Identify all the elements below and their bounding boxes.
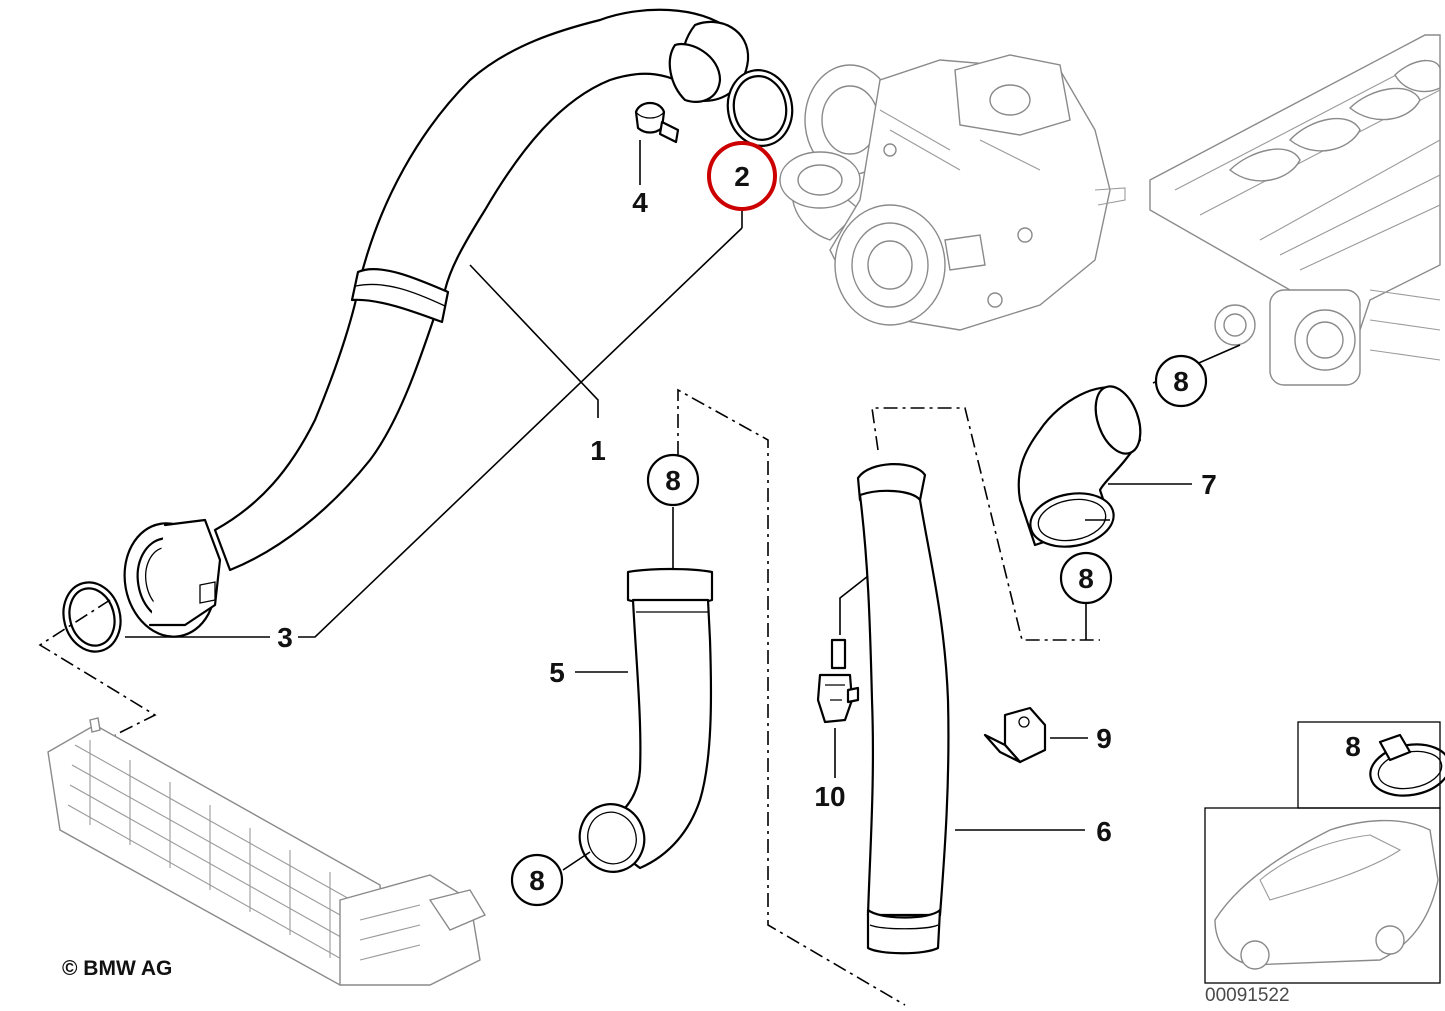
label-part-1[interactable]: 1 bbox=[590, 435, 606, 466]
assembly-line-center bbox=[677, 388, 906, 1006]
charge-air-pipe bbox=[123, 8, 750, 638]
label-part-9[interactable]: 9 bbox=[1096, 723, 1112, 754]
label-part-8-right-bottom[interactable]: 8 bbox=[1078, 563, 1094, 594]
part-labels: 1 2 3 4 5 6 7 8 8 8 8 8 9 10 bbox=[277, 141, 1361, 907]
label-part-8-bottom[interactable]: 8 bbox=[529, 865, 545, 896]
charge-hose-5 bbox=[578, 567, 714, 873]
leader-lines bbox=[125, 140, 1241, 871]
intercooler bbox=[47, 717, 487, 986]
clip-9 bbox=[983, 706, 1047, 764]
label-part-8-right-top[interactable]: 8 bbox=[1173, 366, 1189, 397]
copyright-text: © BMW AG bbox=[62, 957, 172, 980]
turbocharger bbox=[779, 54, 1126, 331]
label-part-5[interactable]: 5 bbox=[549, 657, 565, 688]
intake-manifold bbox=[1149, 34, 1441, 386]
label-part-10[interactable]: 10 bbox=[814, 781, 845, 812]
label-part-6[interactable]: 6 bbox=[1096, 816, 1112, 847]
gasket-ring-3 bbox=[62, 581, 122, 653]
highlight-circle bbox=[707, 141, 777, 211]
elbow-hose-7 bbox=[1017, 385, 1142, 548]
vehicle-inset bbox=[1204, 721, 1441, 984]
label-part-4[interactable]: 4 bbox=[632, 187, 648, 218]
gasket-ring-2 bbox=[726, 69, 794, 147]
hose-clamp-8 bbox=[1369, 733, 1445, 797]
sensor-10 bbox=[816, 638, 860, 724]
label-part-8-inset[interactable]: 8 bbox=[1345, 731, 1361, 762]
label-part-8-center[interactable]: 8 bbox=[665, 465, 681, 496]
charge-pipe-6 bbox=[856, 463, 950, 955]
assembly-line-right bbox=[871, 407, 1100, 641]
label-part-2[interactable]: 2 bbox=[734, 161, 750, 192]
diagram-code: 00091522 bbox=[1205, 985, 1290, 1006]
label-part-3[interactable]: 3 bbox=[277, 622, 293, 653]
label-part-7[interactable]: 7 bbox=[1201, 469, 1217, 500]
bolt bbox=[634, 101, 680, 144]
